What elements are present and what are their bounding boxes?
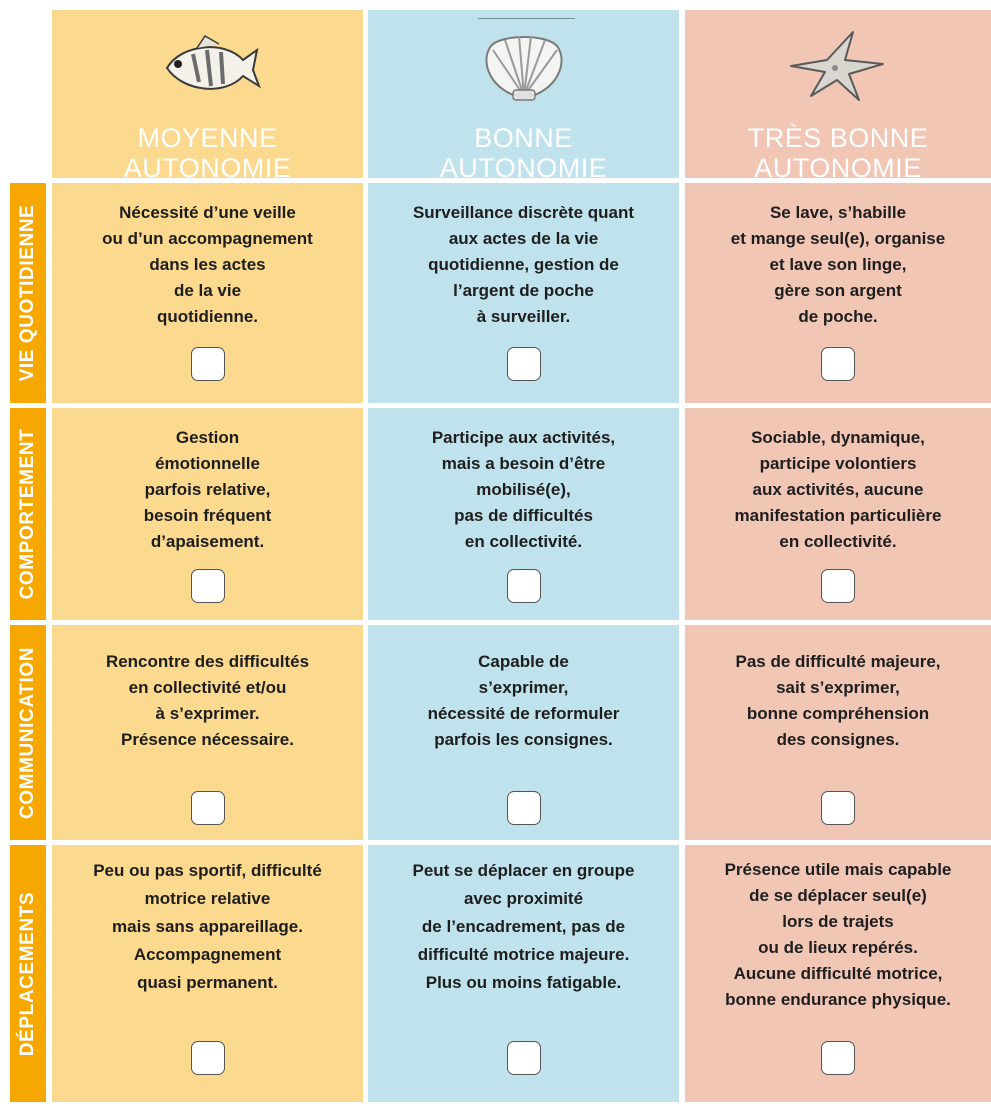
cell-deplacements-tres-bonne: Présence utile mais capable de se déplac… xyxy=(685,845,991,1102)
checkbox[interactable] xyxy=(506,569,541,603)
cell-communication-bonne: Capable de s’exprimer, nécessité de refo… xyxy=(368,625,679,840)
column-bonne-background xyxy=(368,10,679,1102)
column-header-moyenne: MOYENNE AUTONOMIE xyxy=(52,10,363,183)
column-header-tres-bonne: TRÈS BONNE AUTONOMIE xyxy=(685,10,991,183)
cell-description: Présence utile mais capable de se déplac… xyxy=(724,860,952,1009)
row-label-deplacements: DÉPLACEMENTS xyxy=(10,845,46,1102)
checkbox[interactable] xyxy=(190,569,225,603)
column-title: BONNE AUTONOMIE xyxy=(439,123,608,183)
cell-deplacements-moyenne: Peu ou pas sportif, difficulté motrice r… xyxy=(52,845,363,1102)
checkbox[interactable] xyxy=(190,1041,225,1075)
row-label-comportement: COMPORTEMENT xyxy=(10,408,46,620)
cell-comportement-tres-bonne: Sociable, dynamique, participe volontier… xyxy=(685,408,991,620)
row-divider xyxy=(52,178,991,183)
column-tres-bonne-background xyxy=(685,10,991,1102)
row-label-communication: COMMUNICATION xyxy=(10,625,46,840)
starfish-icon xyxy=(790,31,884,101)
checkbox[interactable] xyxy=(821,791,855,825)
cell-vie-quotidienne-tres-bonne: Se lave, s’habille et mange seul(e), org… xyxy=(685,183,991,403)
checkbox[interactable] xyxy=(190,347,225,381)
cell-vie-quotidienne-bonne: Surveillance discrète quant aux actes de… xyxy=(368,183,679,403)
cell-description: Se lave, s’habille et mange seul(e), org… xyxy=(730,203,946,326)
cell-deplacements-bonne: Peut se déplacer en groupe avec proximit… xyxy=(368,845,679,1102)
cell-description: Rencontre des difficultés en collectivit… xyxy=(105,652,310,749)
checkbox[interactable] xyxy=(506,347,541,381)
column-moyenne-background xyxy=(52,10,363,1102)
cell-description: Capable de s’exprimer, nécessité de refo… xyxy=(427,652,620,749)
cell-description: Sociable, dynamique, participe volontier… xyxy=(734,428,942,551)
row-label-vie-quotidienne: VIE QUOTIDIENNE xyxy=(10,183,46,403)
cell-comportement-moyenne: Gestion émotionnelle parfois relative, b… xyxy=(52,408,363,620)
cell-comportement-bonne: Participe aux activités, mais a besoin d… xyxy=(368,408,679,620)
cell-description: Peut se déplacer en groupe avec proximit… xyxy=(412,861,635,992)
column-title: TRÈS BONNE AUTONOMIE xyxy=(747,123,929,183)
checkbox[interactable] xyxy=(506,791,541,825)
cell-description: Nécessité d’une veille ou d’un accompagn… xyxy=(102,203,313,326)
cell-description: Surveillance discrète quant aux actes de… xyxy=(412,203,635,326)
cell-description: Participe aux activités, mais a besoin d… xyxy=(431,428,616,551)
checkbox[interactable] xyxy=(821,347,855,381)
decorative-line xyxy=(478,18,575,19)
row-divider xyxy=(52,620,991,625)
shell-icon xyxy=(485,35,562,101)
row-divider xyxy=(52,840,991,845)
column-divider xyxy=(363,10,368,1102)
column-header-bonne: BONNE AUTONOMIE xyxy=(368,10,679,183)
cell-description: Pas de difficulté majeure, sait s’exprim… xyxy=(735,652,941,749)
row-divider xyxy=(52,403,991,408)
cell-description: Gestion émotionnelle parfois relative, b… xyxy=(143,428,272,551)
checkbox[interactable] xyxy=(821,569,855,603)
column-title: MOYENNE AUTONOMIE xyxy=(123,123,292,183)
cell-description: Peu ou pas sportif, difficulté motrice r… xyxy=(93,861,322,992)
checkbox[interactable] xyxy=(190,791,225,825)
cell-vie-quotidienne-moyenne: Nécessité d’une veille ou d’un accompagn… xyxy=(52,183,363,403)
column-divider xyxy=(679,10,684,1102)
fish-icon xyxy=(165,35,261,90)
checkbox[interactable] xyxy=(821,1041,855,1075)
cell-communication-tres-bonne: Pas de difficulté majeure, sait s’exprim… xyxy=(685,625,991,840)
checkbox[interactable] xyxy=(506,1041,541,1075)
cell-communication-moyenne: Rencontre des difficultés en collectivit… xyxy=(52,625,363,840)
